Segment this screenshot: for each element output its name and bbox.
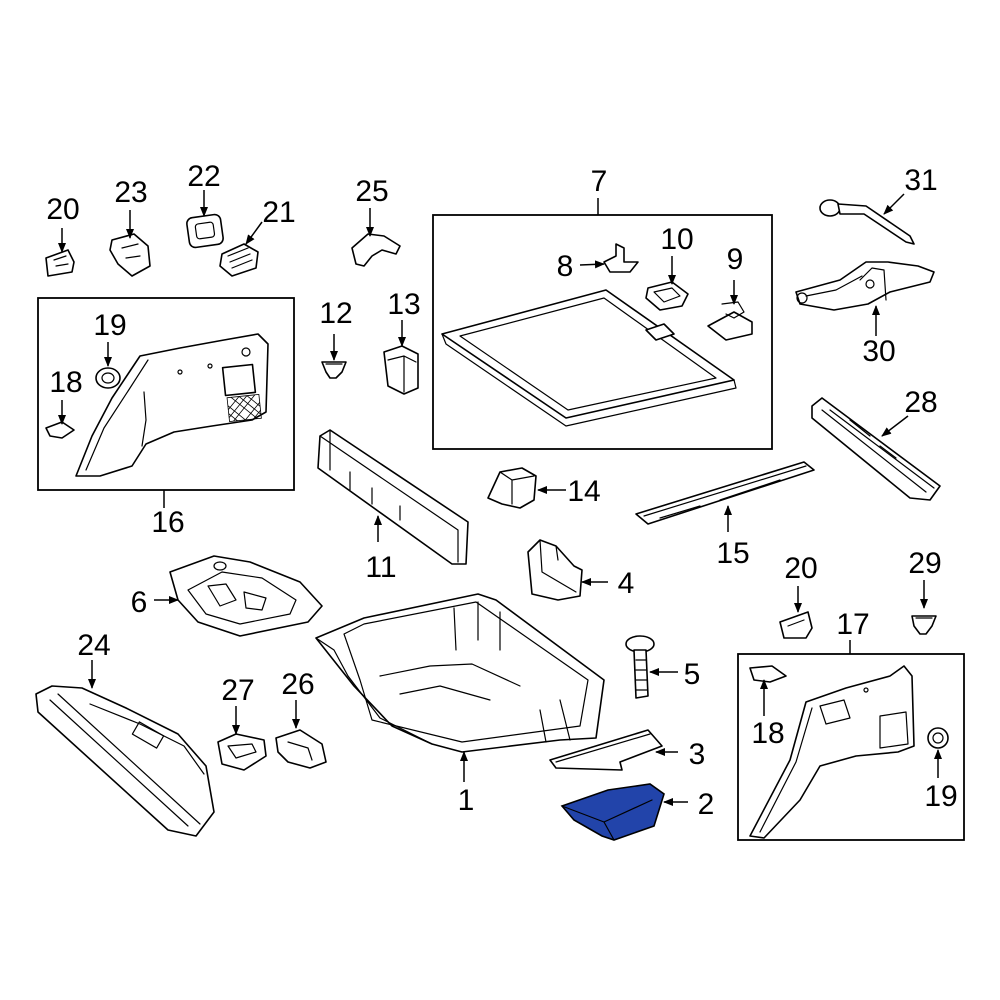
part-24-tonneau-cover[interactable] xyxy=(35,685,215,837)
part-31-jack-handle[interactable] xyxy=(819,199,915,245)
group-box-17 xyxy=(737,653,965,841)
part-19-grommet-right[interactable] xyxy=(927,727,949,749)
callout-26: 26 xyxy=(281,668,314,701)
part-8-hook[interactable] xyxy=(603,243,639,273)
callout-5: 5 xyxy=(684,658,701,691)
part-11-partition[interactable] xyxy=(317,429,469,565)
part-1-trunk-tub[interactable] xyxy=(315,593,605,753)
part-14-bracket[interactable] xyxy=(487,467,537,509)
part-10-handle[interactable] xyxy=(645,281,689,311)
part-3-cover[interactable] xyxy=(549,729,663,771)
part-26-hinge[interactable] xyxy=(275,729,327,769)
part-30-jack[interactable] xyxy=(795,261,935,311)
part-5-bolt[interactable] xyxy=(625,635,655,699)
part-12-clip[interactable] xyxy=(321,361,347,379)
callout-31: 31 xyxy=(904,164,937,197)
part-27-latch[interactable] xyxy=(217,733,267,771)
callout-29: 29 xyxy=(908,547,941,580)
part-25-bracket[interactable] xyxy=(351,233,401,267)
callout-12: 12 xyxy=(319,297,352,330)
callout-27: 27 xyxy=(221,674,254,707)
group-box-7 xyxy=(432,214,773,450)
part-15-rail[interactable] xyxy=(635,461,815,525)
group-box-16 xyxy=(37,297,295,491)
callout-17: 17 xyxy=(836,608,869,641)
callout-22: 22 xyxy=(187,160,220,193)
callout-4: 4 xyxy=(618,567,635,600)
callout-20-right: 20 xyxy=(784,552,817,585)
part-29-clip[interactable] xyxy=(911,615,937,635)
callout-10: 10 xyxy=(660,223,693,256)
callout-9: 9 xyxy=(727,243,744,276)
callout-20: 20 xyxy=(46,193,79,226)
callout-19: 19 xyxy=(93,309,126,342)
callout-28: 28 xyxy=(904,386,937,419)
callout-19-right: 19 xyxy=(924,780,957,813)
callout-24: 24 xyxy=(77,629,110,662)
callout-16: 16 xyxy=(151,506,184,539)
part-9-strap[interactable] xyxy=(707,301,753,341)
callout-1: 1 xyxy=(458,784,475,817)
callout-6: 6 xyxy=(131,586,148,619)
callout-2: 2 xyxy=(698,788,715,821)
part-7-floor-board[interactable] xyxy=(441,289,737,427)
callout-21: 21 xyxy=(262,196,295,229)
part-19-grommet-left[interactable] xyxy=(95,367,121,389)
part-22-seal[interactable] xyxy=(186,213,224,249)
part-6-tool-tray[interactable] xyxy=(169,555,323,637)
part-16-side-trim[interactable] xyxy=(75,333,269,477)
callout-30: 30 xyxy=(862,335,895,368)
callout-11: 11 xyxy=(365,551,396,584)
callout-18: 18 xyxy=(49,366,82,399)
part-20-clip[interactable] xyxy=(45,249,75,277)
part-17-side-trim[interactable] xyxy=(749,665,915,839)
callout-18-right: 18 xyxy=(751,717,784,750)
part-4-bracket[interactable] xyxy=(527,539,583,601)
callout-7: 7 xyxy=(591,165,608,198)
callout-23: 23 xyxy=(114,176,147,209)
part-21-cap[interactable] xyxy=(219,243,259,277)
callout-25: 25 xyxy=(355,175,388,208)
callout-numbers: 20 23 22 21 25 7 31 10 8 9 12 13 19 18 3… xyxy=(46,160,957,821)
callout-3: 3 xyxy=(689,738,706,771)
callout-15: 15 xyxy=(716,537,749,570)
callout-14: 14 xyxy=(567,475,600,508)
part-13-bracket[interactable] xyxy=(383,345,419,395)
callout-13: 13 xyxy=(387,288,420,321)
leader-lines xyxy=(58,190,942,806)
part-2-storage-box[interactable] xyxy=(560,783,665,841)
part-23-grommet[interactable] xyxy=(109,233,151,277)
part-28-sill-cover[interactable] xyxy=(811,397,941,501)
part-18-clip-left[interactable] xyxy=(45,421,75,439)
part-18-clip-right[interactable] xyxy=(749,665,787,683)
part-20-clip-right[interactable] xyxy=(779,611,813,639)
callout-8: 8 xyxy=(557,250,574,283)
